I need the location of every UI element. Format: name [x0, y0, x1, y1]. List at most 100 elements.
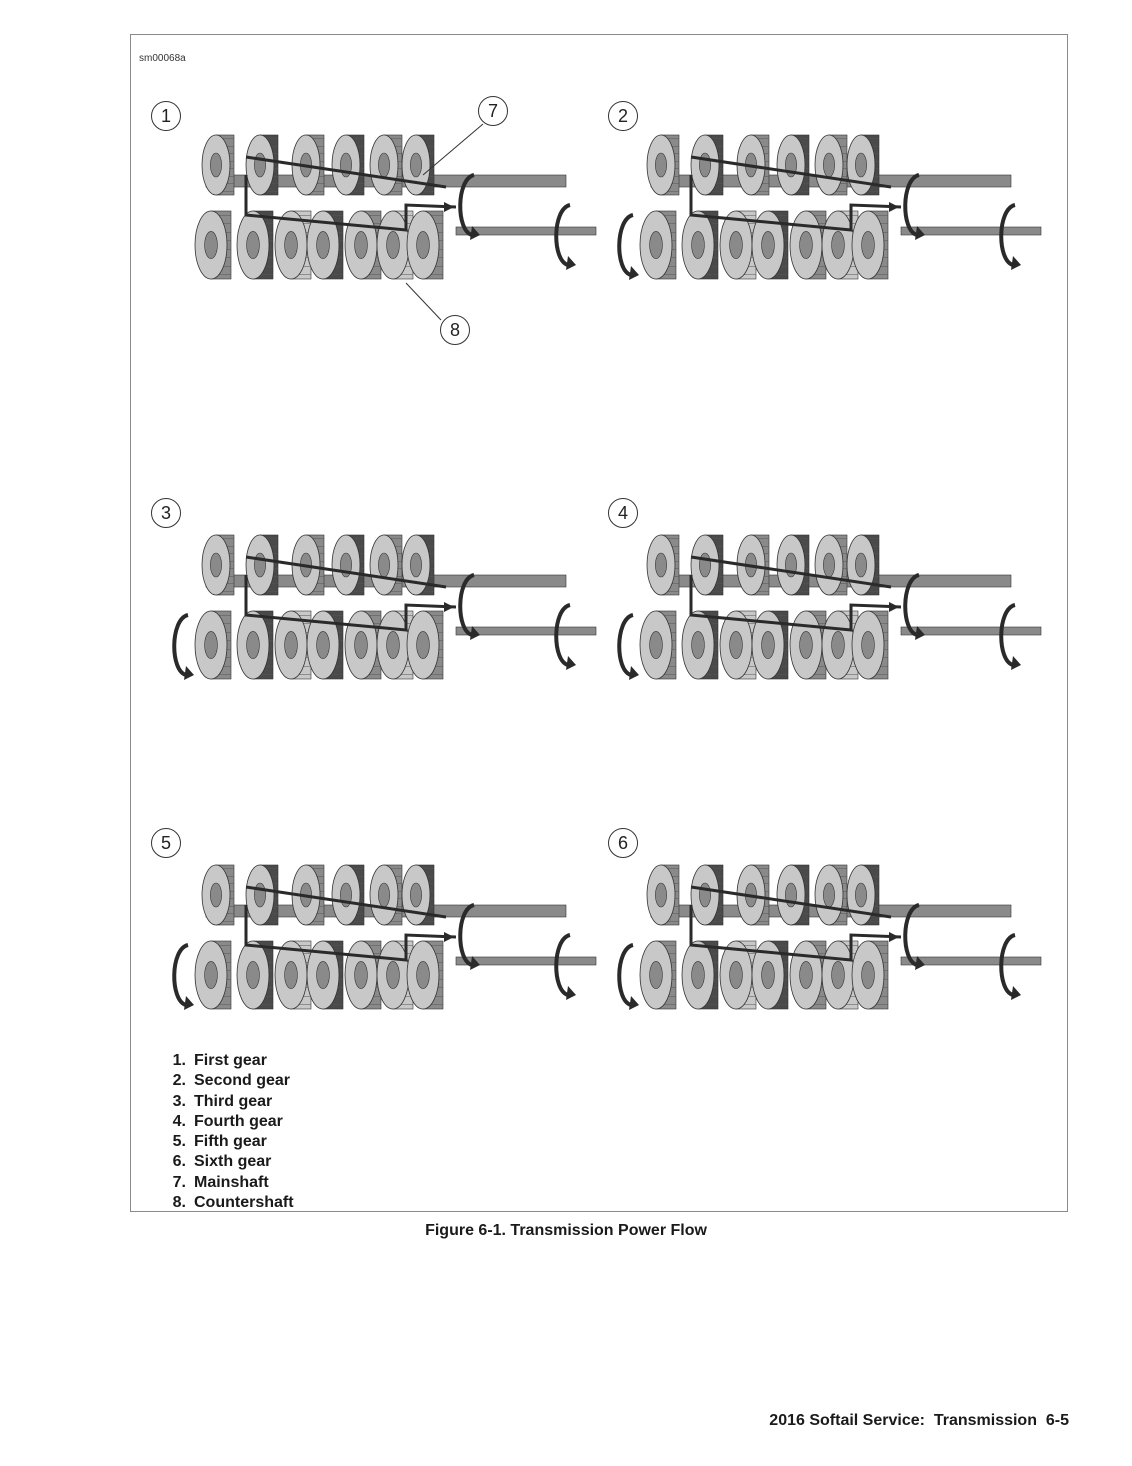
rotation-arrow [554, 603, 576, 670]
gear-shape [194, 940, 232, 1010]
gearset-illustration [617, 134, 1042, 280]
footer-page-number: 6-5 [1045, 1412, 1069, 1429]
gearset-illustration [194, 134, 597, 280]
gearset-illustration [617, 864, 1042, 1010]
callout-leader-lines [405, 123, 484, 321]
gear-shape [646, 134, 680, 196]
figure-frame: sm00068a 1 2 3 4 5 [130, 34, 1068, 1212]
gear-shape [306, 940, 344, 1010]
panel-second-gear: 2 [591, 95, 1051, 345]
gear-shape [194, 610, 232, 680]
gear-shape [681, 210, 719, 280]
legend-number: 8. [172, 1194, 186, 1212]
power-flow-arrows [689, 885, 902, 962]
gear-shape [690, 134, 724, 196]
legend-text: Fourth gear [194, 1112, 283, 1130]
gear-shape [690, 864, 724, 926]
mainshaft-leader-line [422, 123, 484, 176]
legend-text: Second gear [194, 1072, 291, 1090]
legend: 1.First gear 2.Second gear 3.Third gear … [156, 1051, 294, 1213]
panel-third-gear: 3 [131, 495, 597, 745]
gear-shape [751, 210, 789, 280]
page-footer: 2016 Softail Service: Transmission 6-5 [769, 1412, 1069, 1430]
gear-shape [719, 210, 757, 280]
legend-item: 4. Fourth gear [156, 1112, 294, 1132]
rotation-arrow [999, 933, 1021, 1000]
rotation-arrow [554, 203, 576, 270]
rotation-arrow [903, 903, 925, 970]
gear-shape [274, 940, 312, 1010]
gearset-illustration [172, 864, 597, 1010]
gear-shape [331, 864, 365, 926]
legend-number: 2. [172, 1072, 186, 1090]
rotation-arrow [458, 573, 480, 640]
gearset-illustration [172, 534, 597, 680]
legend-number: 3. [172, 1092, 186, 1110]
gear-shape [846, 864, 880, 926]
gear-shape [776, 134, 810, 196]
gear-shape [274, 610, 312, 680]
gear-shape [851, 210, 889, 280]
gear-shape [736, 534, 770, 596]
gear-shape [639, 610, 677, 680]
legend-item: 8. Countershaft [156, 1193, 294, 1213]
legend-number: 6. [172, 1153, 186, 1171]
gear-shape [851, 940, 889, 1010]
gear-shape [406, 610, 444, 680]
gear-shape [306, 210, 344, 280]
legend-text: Countershaft [194, 1194, 294, 1212]
power-flow-arrows [689, 555, 902, 632]
gear-shape [245, 534, 279, 596]
power-flow-arrows [244, 885, 457, 962]
panel-first-gear: 1 [131, 95, 597, 345]
gear-shape [789, 940, 827, 1010]
panel-fourth-gear: 4 [591, 495, 1051, 745]
legend-number: 7. [172, 1173, 186, 1191]
panel-sixth-gear: 6 [591, 825, 1051, 1075]
rotation-arrow [999, 603, 1021, 670]
gear-shape [846, 534, 880, 596]
legend-item: 5.Fifth gear [156, 1132, 294, 1152]
footer-title: 2016 Softail Service: Transmission [769, 1412, 1037, 1429]
figure-id-label: sm00068a [139, 53, 186, 64]
gear-shape [751, 610, 789, 680]
legend-item: 3.Third gear [156, 1092, 294, 1112]
gear-shape [719, 610, 757, 680]
figure-caption: Figure 6-1. Transmission Power Flow [425, 1222, 707, 1239]
output-shaft-shape [900, 626, 1042, 636]
rotation-arrow [172, 943, 194, 1010]
gear-shape [306, 610, 344, 680]
legend-text: Sixth gear [194, 1153, 272, 1171]
panel-number: 4 [608, 498, 638, 528]
gearset-illustration [617, 534, 1042, 680]
gear-shape [201, 534, 235, 596]
output-shaft-shape [900, 226, 1042, 236]
gear-shape [814, 864, 848, 926]
panel-number: 1 [151, 101, 181, 131]
rotation-arrow [617, 613, 639, 680]
gear-shape [344, 940, 382, 1010]
gear-shape [851, 610, 889, 680]
gear-shape [639, 940, 677, 1010]
gear-shape [406, 940, 444, 1010]
gear-shape [639, 210, 677, 280]
gear-shape [236, 610, 274, 680]
rotation-arrow [617, 943, 639, 1010]
rotation-arrow [617, 213, 639, 280]
gear-shape [344, 610, 382, 680]
gear-shape [344, 210, 382, 280]
legend-item: 2. Second gear [156, 1071, 294, 1091]
gear-shape [776, 864, 810, 926]
output-shaft-shape [455, 956, 597, 966]
gear-shape [369, 864, 403, 926]
power-flow-arrows [244, 555, 457, 632]
gear-shape [681, 610, 719, 680]
legend-text: First gear [194, 1052, 267, 1069]
legend-number: 4. [172, 1112, 186, 1130]
legend-item: 1.First gear [156, 1051, 294, 1071]
gear-shape [236, 210, 274, 280]
rotation-arrow [172, 613, 194, 680]
gear-shape [406, 210, 444, 280]
gear-shape [646, 864, 680, 926]
gear-shape [789, 610, 827, 680]
